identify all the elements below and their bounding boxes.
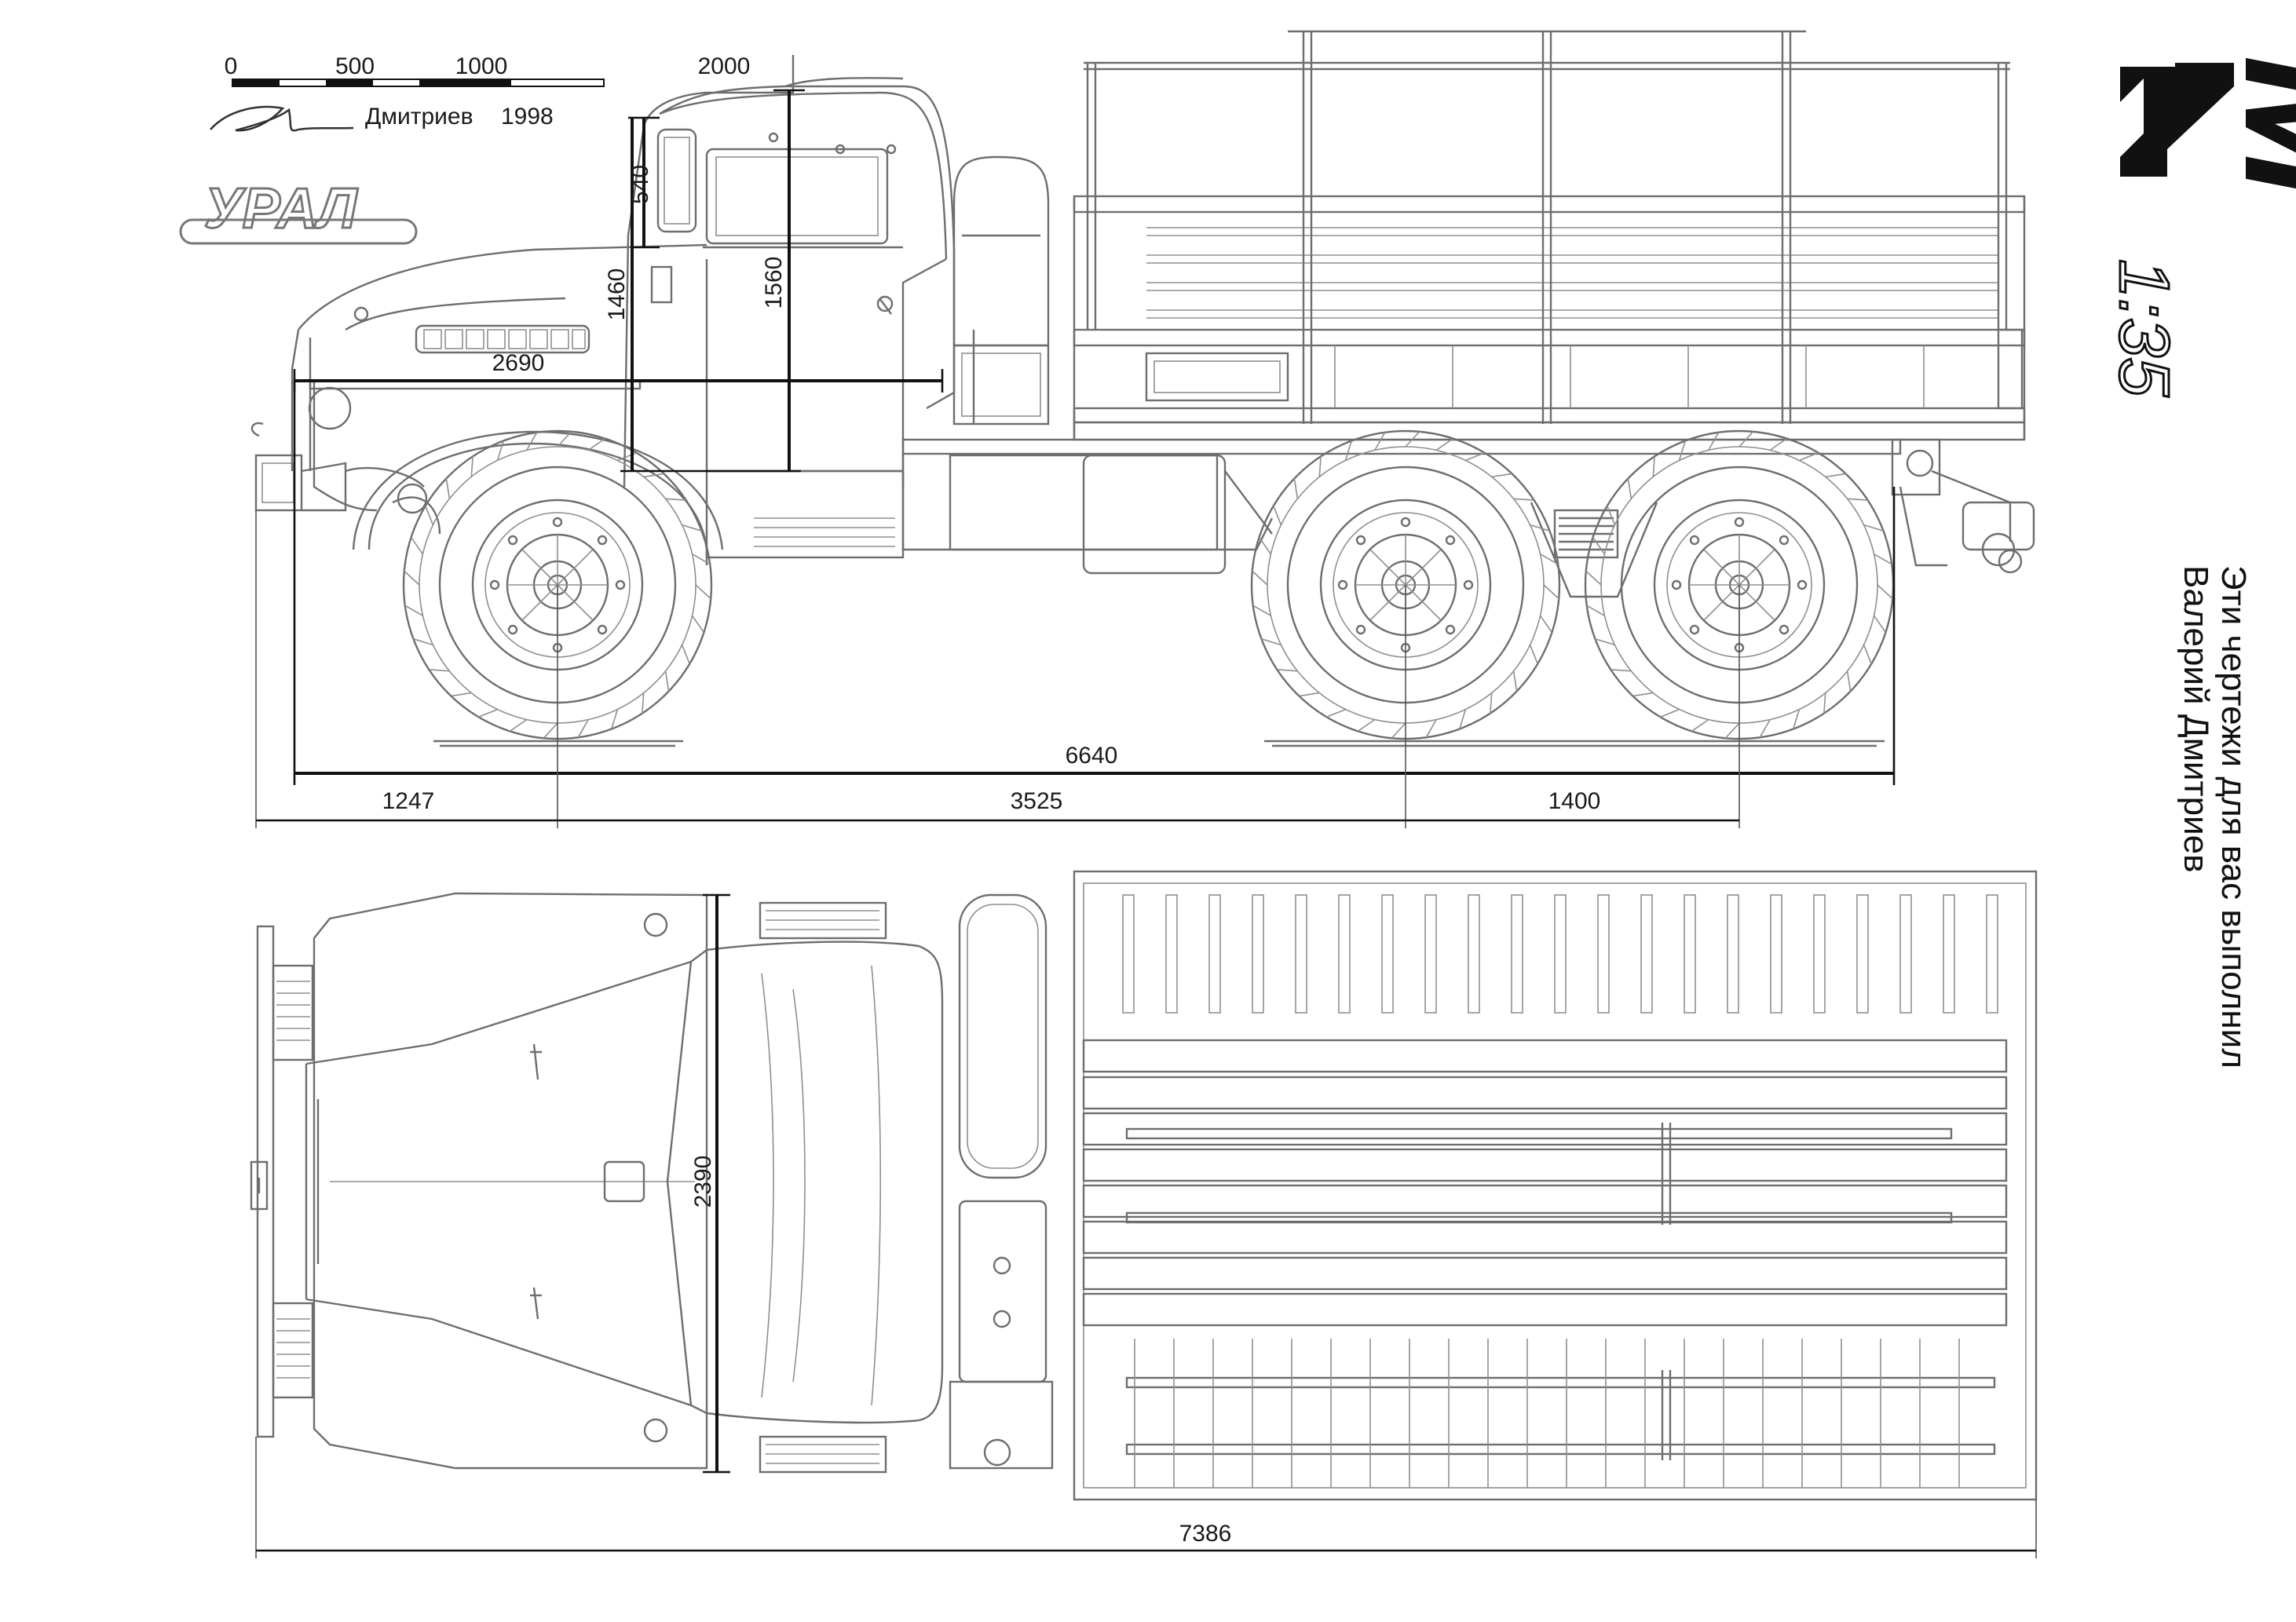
dim-wheelbase: 3525 <box>1011 788 1063 814</box>
dim-front-overhang: 1247 <box>382 788 435 814</box>
dim-window-height: 540 <box>627 165 653 204</box>
logo-text: УРАЛ <box>204 177 358 240</box>
dim-bogie-spacing: 1400 <box>1548 788 1601 814</box>
top-view <box>250 870 2038 1501</box>
dim-front-to-cab: 2690 <box>492 350 545 376</box>
publisher-logo: M 1:35 <box>2104 55 2296 399</box>
publisher-scale: 1:35 <box>2104 259 2183 397</box>
credit-line-2: Валерий Дмитриев <box>2177 565 2215 873</box>
scale-tick-500: 500 <box>335 53 375 79</box>
ural-logo: УРАЛ <box>179 177 418 245</box>
scale-bar: 0 500 1000 2000 <box>225 53 751 87</box>
author-year: 1998 <box>501 104 554 130</box>
scale-tick-1000: 1000 <box>455 53 508 79</box>
dim-cab-height: 1460 <box>604 269 630 321</box>
side-view <box>250 30 2035 747</box>
dim-width: 2390 <box>690 1156 716 1208</box>
author-name: Дмитриев <box>365 104 473 130</box>
dim-frame-length: 6640 <box>1066 743 1118 769</box>
credit: Эти чертежи для вас выполнил Валерий Дми… <box>2177 565 2253 1069</box>
dim-tarp-height: 1560 <box>761 257 787 309</box>
publisher-mark: M <box>2209 55 2296 203</box>
credit-line-1: Эти чертежи для вас выполнил <box>2214 565 2253 1069</box>
scale-tick-2000: 2000 <box>698 53 751 79</box>
author-signature <box>210 105 354 132</box>
scale-tick-0: 0 <box>225 53 238 79</box>
dim-overall-length: 7386 <box>1179 1521 1232 1547</box>
dimension-lines: 540 1460 1560 2690 6640 1247 3525 1400 2… <box>255 89 2037 1558</box>
